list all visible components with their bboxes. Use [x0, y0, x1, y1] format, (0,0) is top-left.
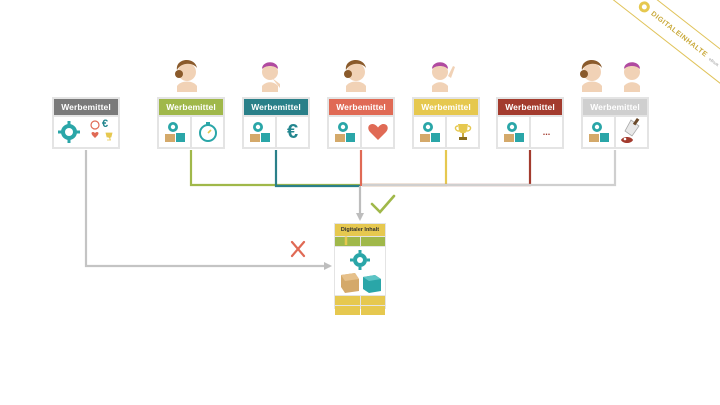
product-bundle-icon: [334, 122, 355, 142]
digital-content-document: Digitaler Inhalt ▌: [334, 223, 386, 315]
watermark-banner: DIGITALEINHALTE eBook: [611, 0, 720, 92]
ad-card-time: Werbemittel: [157, 97, 225, 149]
gear-icon: [58, 120, 113, 143]
product-bundle-icon: [419, 122, 440, 142]
ad-card-award: Werbemittel: [412, 97, 480, 149]
document-content: [335, 247, 385, 295]
trophy-icon: [454, 124, 471, 140]
stopwatch-icon: [198, 122, 217, 142]
document-row-cell: [360, 306, 385, 315]
ad-card-more: Werbemittel ...: [496, 97, 564, 149]
persons-layer: [175, 59, 640, 92]
product-cell: [159, 117, 190, 147]
symbol-cell: €: [277, 117, 308, 147]
check-icon: [370, 194, 396, 214]
cross-icon: [290, 240, 306, 258]
symbol-cell: [616, 117, 647, 147]
line-meat: [362, 150, 617, 187]
line-price: [274, 150, 360, 188]
product-cell: [329, 117, 360, 147]
card-header: Werbemittel: [159, 99, 223, 115]
person-icon: [175, 59, 197, 92]
person-icon: [344, 59, 366, 92]
document-row-cell: [335, 306, 360, 315]
product-cell: [498, 117, 529, 147]
euro-icon: €: [102, 118, 109, 130]
document-row-cell: [360, 237, 385, 246]
card-header: Werbemittel: [329, 99, 393, 115]
euro-icon: €: [286, 121, 299, 143]
symbol-cell: [362, 117, 393, 147]
ad-card-meat: Werbemittel: [581, 97, 649, 149]
ellipsis-text: ...: [542, 127, 551, 137]
document-row-cell: ▌: [335, 237, 360, 246]
line-award: [362, 150, 448, 187]
ad-card-love: Werbemittel: [327, 97, 395, 149]
person-icon: [262, 62, 280, 92]
symbol-cell: [447, 117, 478, 147]
card-header: Werbemittel: [583, 99, 647, 115]
heart-icon: [91, 132, 99, 138]
product-cell: [583, 117, 614, 147]
watermark-sub: eBook: [708, 56, 720, 68]
product-cell: [244, 117, 275, 147]
card-header: Werbemittel: [414, 99, 478, 115]
product-bundle-icon: [588, 122, 609, 142]
product-bundle-icon: [164, 122, 185, 142]
product-bundle-icon: [249, 122, 270, 142]
cleaver-icon: [620, 118, 640, 143]
product-cell: [414, 117, 445, 147]
ad-card-price: Werbemittel €: [242, 97, 310, 149]
document-row-cell: [335, 296, 360, 305]
stopwatch-icon: [90, 120, 100, 130]
card-cell: €: [54, 117, 118, 147]
card-header: Werbemittel: [54, 99, 118, 115]
document-title: Digitaler Inhalt: [335, 224, 385, 236]
card-header: Werbemittel: [498, 99, 562, 115]
trophy-icon: [105, 132, 113, 141]
person-icon: [580, 59, 602, 92]
logo-icon: [638, 1, 650, 13]
person-icon: [624, 62, 640, 92]
person-icon: [432, 62, 455, 92]
card-header: Werbemittel: [244, 99, 308, 115]
rejected-path: [84, 150, 332, 270]
symbol-cell: ...: [531, 117, 562, 147]
product-bundle-icon: [341, 250, 381, 293]
product-bundle-icon: [503, 122, 524, 142]
document-row-cell: [360, 296, 385, 305]
symbol-cell: [192, 117, 223, 147]
ad-card-general: Werbemittel €: [52, 97, 120, 149]
heart-icon: [367, 124, 388, 140]
